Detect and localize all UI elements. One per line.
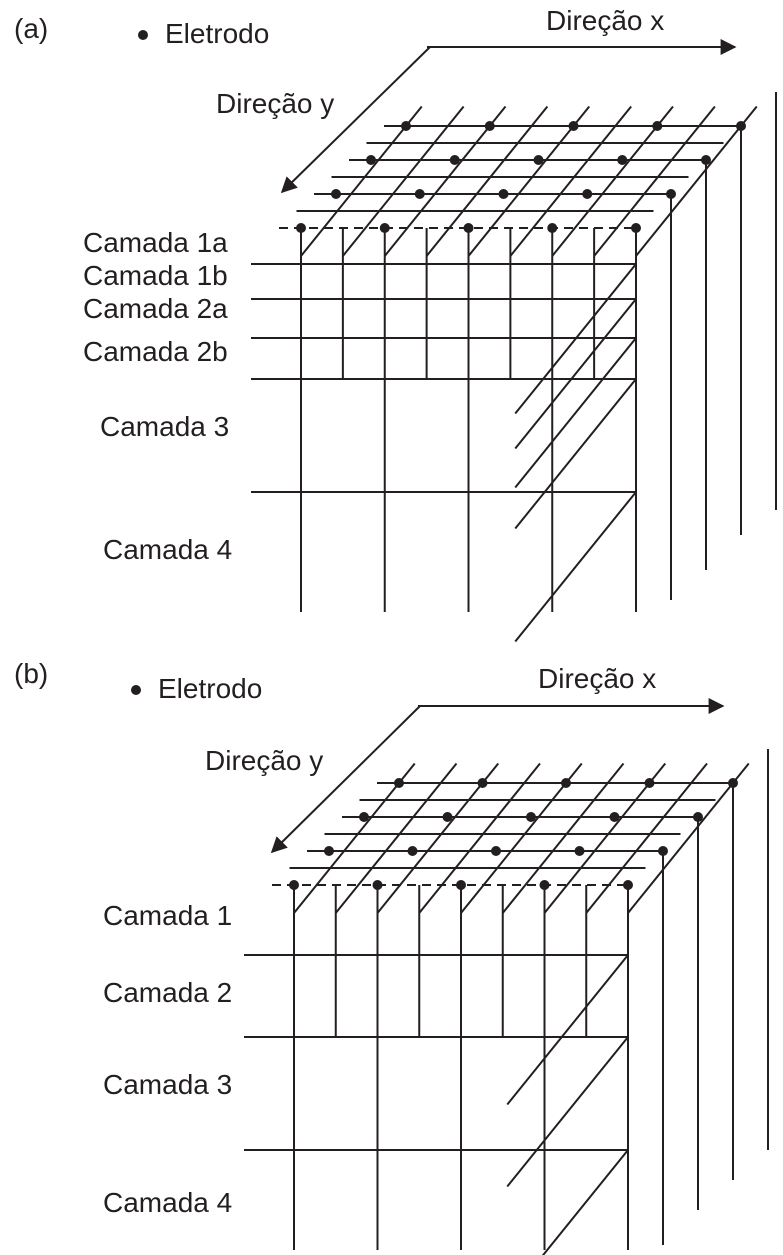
layer-label: Camada 1a [83, 227, 228, 258]
layer-label: Camada 3 [100, 411, 229, 442]
y-grid-line [376, 762, 500, 914]
electrode-dot [533, 155, 544, 165]
electrode-dot [331, 189, 341, 199]
electrode-dot [582, 189, 593, 199]
electrode-dot [561, 778, 571, 788]
y-grid-line [585, 762, 708, 914]
electrode-dot [407, 846, 418, 856]
y-grid-line [293, 762, 416, 914]
electrode-dot [394, 778, 404, 788]
y-grid-line [593, 105, 716, 257]
electrode-dot [617, 155, 628, 165]
layer-side-edge [514, 491, 637, 643]
layer-labels: Camada 1a Camada 1b Camada 2a Camada 2b … [83, 227, 232, 565]
electrode-dot [401, 121, 411, 131]
layer-side-edge [541, 1149, 629, 1255]
electrode-legend-label: Eletrodo [165, 18, 269, 49]
panel-b: (b) Eletrodo Direção x Direção y Camada … [14, 658, 769, 1255]
electrode-dot [652, 121, 663, 131]
y-grid-line [509, 105, 632, 257]
electrode-dot [526, 812, 536, 822]
layer-label: Camada 4 [103, 1187, 232, 1218]
x-direction-label: Direção x [538, 663, 656, 694]
electrode-dot [414, 189, 425, 199]
electrode-legend-dot [131, 685, 141, 695]
layer-side-edge [514, 378, 637, 530]
panel-b-label: (b) [14, 658, 48, 689]
y-grid-line [635, 105, 758, 257]
electrode-dot [442, 812, 453, 822]
layer-labels: Camada 1 Camada 2 Camada 3 Camada 4 [103, 900, 232, 1218]
electrode-dot [644, 778, 655, 788]
electrode-legend-dot [138, 30, 148, 40]
y-grid-line [425, 105, 549, 257]
layer-label: Camada 2a [83, 293, 228, 324]
layer-label: Camada 2b [83, 336, 228, 367]
electrode-dot [498, 189, 509, 199]
y-grid-line [467, 105, 591, 257]
layer-side-edge [506, 1036, 629, 1188]
electrode-grid-a [251, 39, 777, 643]
y-grid-line [460, 762, 583, 914]
electrode-dot [491, 846, 501, 856]
y-grid-line [543, 762, 667, 914]
electrode-dot [568, 121, 579, 131]
y-direction-label: Direção y [216, 88, 334, 119]
y-grid-line [300, 105, 423, 257]
y-grid-line [627, 762, 750, 914]
panel-a-label: (a) [14, 13, 48, 44]
y-direction-arrow [270, 705, 421, 854]
y-grid-line [551, 105, 674, 257]
y-grid-line [383, 105, 507, 257]
layer-side-edge [506, 954, 629, 1106]
electrode-legend-label: Eletrodo [158, 673, 262, 704]
electrode-dot [609, 812, 620, 822]
layer-label: Camada 1b [83, 260, 228, 291]
layer-label: Camada 3 [103, 1069, 232, 1100]
layer-side-edge [514, 337, 637, 489]
layer-label: Camada 4 [103, 534, 232, 565]
y-grid-line [334, 762, 458, 914]
electrode-dot [477, 778, 488, 788]
layer-label: Camada 1 [103, 900, 232, 931]
electrode-dot [574, 846, 585, 856]
electrode-dot [324, 846, 334, 856]
panel-a: (a) Eletrodo Direção x Direção y Camada … [14, 5, 777, 643]
electrode-dot [366, 155, 376, 165]
x-direction-label: Direção x [546, 5, 664, 36]
y-direction-label: Direção y [205, 745, 323, 776]
y-grid-line [342, 105, 465, 257]
layer-label: Camada 2 [103, 977, 232, 1008]
y-grid-line [418, 762, 541, 914]
electrode-dot [449, 155, 460, 165]
layer-side-edge [514, 298, 637, 450]
y-grid-line [501, 762, 625, 914]
y-direction-arrow [280, 46, 431, 194]
electrode-grid-b [244, 698, 769, 1255]
electrode-dot [359, 812, 369, 822]
electrode-dot [484, 121, 495, 131]
